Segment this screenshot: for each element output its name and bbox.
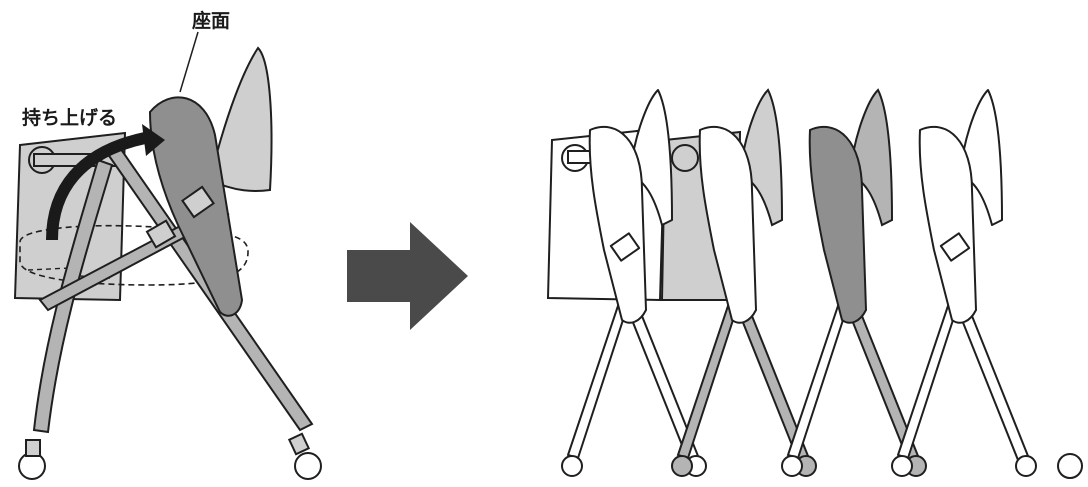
transition-arrow-icon (347, 222, 468, 330)
nested-chair-4 (891, 89, 1037, 477)
folding-chair (13, 31, 322, 480)
nested-chair-2 (671, 88, 817, 477)
seat-leader-line (179, 31, 199, 93)
lift-label: 持ち上げる (22, 107, 118, 129)
nested-chair-3 (781, 88, 927, 477)
lift-arrow-head-icon (142, 124, 165, 156)
curved-lift-arrow-icon (46, 132, 147, 241)
caster-front (294, 452, 322, 480)
hinge-bracket (181, 185, 215, 219)
nested-chairs (546, 88, 1083, 479)
seat-pivot (145, 219, 177, 249)
backrest (208, 46, 273, 192)
seat-label: 座面 (192, 10, 231, 32)
caster-end (1057, 453, 1083, 479)
